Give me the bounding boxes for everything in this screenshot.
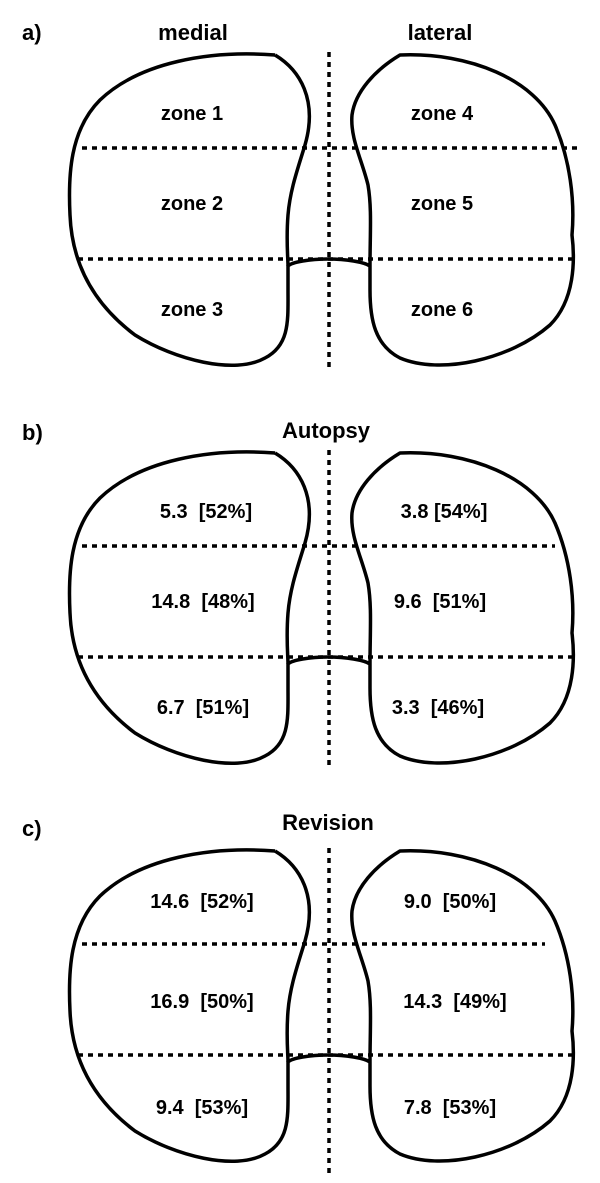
zone-4-value: 9.0 [50%] xyxy=(404,891,496,913)
panel-b: b) Autopsy 5.3 [52%] 14.8 [48%] 6.7 [51%… xyxy=(22,418,577,768)
zone-1-label: zone 1 xyxy=(161,103,223,125)
panel-letter: a) xyxy=(22,20,42,45)
panel-a: a) medial lateral zone 1 zone 2 zone 3 z… xyxy=(22,20,577,370)
panel-letter: b) xyxy=(22,420,43,445)
zone-2-value: 16.9 [50%] xyxy=(150,991,253,1013)
zone-3-value: 6.7 [51%] xyxy=(157,697,249,719)
zone-3-label: zone 3 xyxy=(161,299,223,321)
medial-header: medial xyxy=(158,20,228,45)
zone-6-value: 7.8 [53%] xyxy=(404,1097,496,1119)
zone-4-value: 3.8 [54%] xyxy=(401,501,488,523)
panel-title: Revision xyxy=(282,810,374,835)
lateral-header: lateral xyxy=(408,20,473,45)
zone-4-label: zone 4 xyxy=(411,103,474,125)
zone-1-value: 14.6 [52%] xyxy=(150,891,253,913)
panel-c: c) Revision 14.6 [52%] 16.9 [50%] 9.4 [5… xyxy=(22,810,577,1178)
zone-2-value: 14.8 [48%] xyxy=(151,591,254,613)
panel-title: Autopsy xyxy=(282,418,371,443)
zone-1-value: 5.3 [52%] xyxy=(160,501,252,523)
intercondylar-outline xyxy=(274,451,311,665)
zone-6-label: zone 6 xyxy=(411,299,473,321)
zone-5-value: 14.3 [49%] xyxy=(403,991,506,1013)
panel-letter: c) xyxy=(22,816,42,841)
intercondylar-outline xyxy=(274,849,311,1063)
zone-5-value: 9.6 [51%] xyxy=(394,591,486,613)
plateau-outline xyxy=(67,848,576,1163)
zone-5-label: zone 5 xyxy=(411,193,473,215)
zone-6-value: 3.3 [46%] xyxy=(392,697,484,719)
medial-plateau-outline xyxy=(67,52,576,367)
zone-3-value: 9.4 [53%] xyxy=(156,1097,248,1119)
intercondylar-outline xyxy=(274,53,311,267)
plateau-outline xyxy=(67,450,576,765)
zone-2-label: zone 2 xyxy=(161,193,223,215)
